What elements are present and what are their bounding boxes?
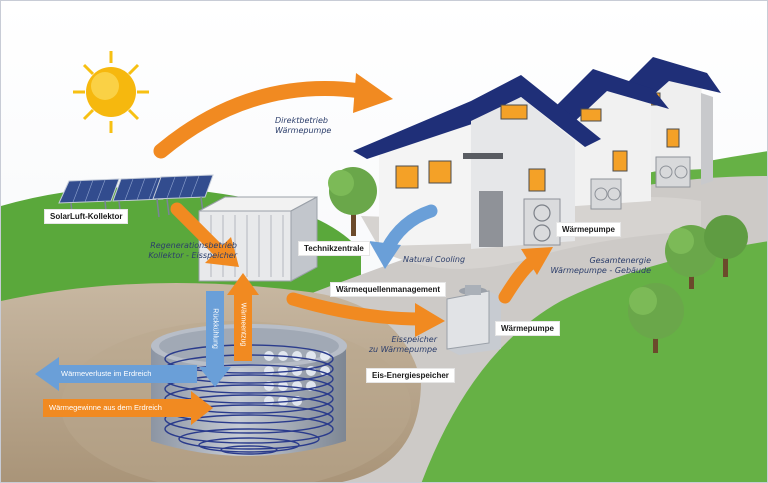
label-waermepumpe-unit: Wärmepumpe xyxy=(496,322,559,335)
label-technikzentrale: Technikzentrale xyxy=(299,242,369,255)
note-direktbetrieb: Direktbetrieb Wärmepumpe xyxy=(275,116,331,136)
arrow-direktbetrieb xyxy=(153,73,393,159)
note-direktbetrieb-line2: Wärmepumpe xyxy=(275,126,332,135)
note-gesamtenergie: Gesamtenergie Wärmepumpe - Gebäude xyxy=(541,256,651,276)
arrow-waermeentzug xyxy=(227,273,259,361)
arrow-regeneration xyxy=(170,202,239,267)
arrow-natural-cooling xyxy=(369,204,438,269)
sun-icon xyxy=(73,51,149,133)
note-regenerationsbetrieb-line1: Regenerationsbetrieb xyxy=(150,241,237,250)
arrow-eisspeicher-zu-wp xyxy=(286,292,445,337)
arrow-text-waermegewinne: Wärmegewinne aus dem Erdreich xyxy=(49,403,162,412)
note-gesamtenergie-line1: Gesamtenergie xyxy=(589,256,651,265)
note-gesamtenergie-line2: Wärmepumpe - Gebäude xyxy=(550,266,651,275)
label-solarluft-kollektor: SolarLuft-Kollektor xyxy=(45,210,128,223)
note-natural-cooling: Natural Cooling xyxy=(403,255,466,264)
house-middle xyxy=(543,69,669,210)
note-eisspeicher-line2: zu Wärmepumpe xyxy=(368,345,437,354)
arrow-text-waermeentzug: Wärmeentzug xyxy=(239,302,247,347)
note-eisspeicher-zu-wp: Eisspeicher zu Wärmepumpe xyxy=(357,335,437,355)
tree-right-2 xyxy=(704,215,748,277)
tree-right-3 xyxy=(628,283,684,353)
waermepumpe-unit xyxy=(446,285,501,355)
arrow-waermeverluste xyxy=(35,357,197,391)
house-heat-pump-unit xyxy=(523,198,561,246)
arrow-gesamtenergie xyxy=(498,247,553,304)
arrow-rueckkuehlung xyxy=(199,291,231,387)
note-regenerationsbetrieb-line2: Kollektor - Eisspeicher xyxy=(148,251,237,260)
technikzentrale-building xyxy=(198,196,318,282)
arrow-waermegewinne xyxy=(43,391,213,425)
solar-collectors xyxy=(58,174,214,224)
note-regenerationsbetrieb: Regenerationsbetrieb Kollektor - Eisspei… xyxy=(97,241,237,261)
arrow-text-rueckkuehlung: Rückkühlung xyxy=(211,308,219,349)
label-waermepumpe-house: Wärmepumpe xyxy=(557,223,620,236)
note-eisspeicher-line1: Eisspeicher xyxy=(391,335,437,344)
tree-center xyxy=(328,167,377,236)
label-waermequellenmanagement: Wärmequellenmanagement xyxy=(331,283,446,296)
tree-right-1 xyxy=(665,225,717,289)
arrow-text-waermeverluste: Wärmeverluste im Erdreich xyxy=(61,369,152,378)
note-direktbetrieb-line1: Direktbetrieb xyxy=(275,116,329,125)
label-eis-energiespeicher: Eis-Energiespeicher xyxy=(367,369,454,382)
